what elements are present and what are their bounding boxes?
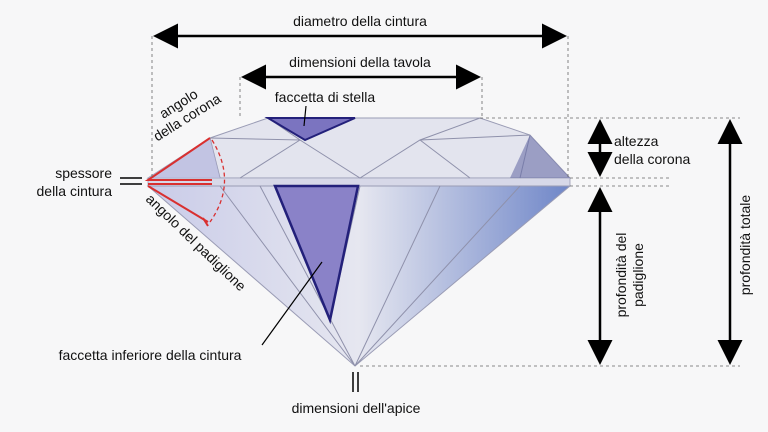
star-facet-label: faccetta di stella — [275, 89, 376, 105]
lower-girdle-facet — [273, 184, 360, 325]
guide-lines — [151, 36, 740, 367]
girdle-thickness-label-2: della cintura — [37, 183, 113, 199]
diamond — [146, 117, 572, 367]
crown-height-label-1: altezza — [614, 133, 659, 149]
pavilion-depth-label-2: padiglione — [630, 243, 646, 307]
girdle-thickness-label-1: spessore — [55, 165, 112, 181]
pavilion — [146, 185, 572, 367]
crown-facet-shade-right — [510, 135, 570, 178]
table-size-label: dimensioni della tavola — [289, 54, 431, 70]
total-depth-label: profondità totale — [737, 195, 753, 296]
lower-girdle-facet-label: faccetta inferiore della cintura — [59, 347, 242, 363]
crown-height-label-2: della corona — [614, 151, 690, 167]
lower-girdle-pointer — [261, 261, 323, 346]
girdle-diameter-label: diametro della cintura — [293, 13, 427, 29]
pavilion-depth-label-1: profondità del — [613, 233, 629, 318]
star-facet — [264, 117, 356, 142]
star-facet-pointer — [303, 105, 307, 127]
culet-size-label: dimensioni dell'apice — [292, 400, 421, 416]
angle-markers — [144, 137, 226, 227]
